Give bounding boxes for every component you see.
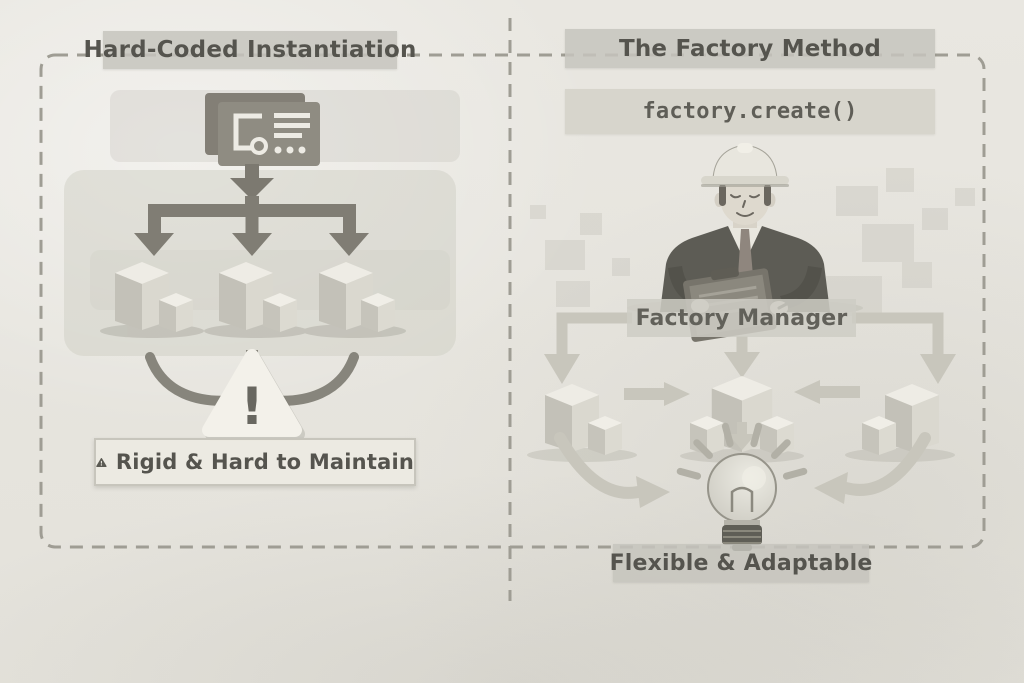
cube-group [115,262,193,332]
hat-brim-shadow [701,184,789,187]
interchange-arrows [624,380,860,406]
hair [764,184,771,206]
bulb-screw-ridges [723,530,761,544]
warning-triangle-icon: ! [202,349,305,441]
sweep-arrowheads [636,422,848,508]
bulb-rays [676,422,808,480]
factory-manager-label-text: Factory Manager [635,305,848,331]
exclamation-mark: ! [240,377,264,437]
sweep-arrows [554,432,931,499]
flexible-result-label: Flexible & Adaptable [610,544,872,582]
panel-frame [39,53,986,549]
code-card-icon [205,93,320,166]
down-arrow-icon [230,164,274,200]
factory-create-code-text: factory.create() [642,99,858,124]
arm [780,266,822,309]
right-panel-title: The Factory Method [565,29,935,68]
left-panel-title-text: Hard-Coded Instantiation [83,37,417,63]
dispatch-arrowheads [544,336,956,384]
cube-group [545,384,622,455]
branch-arrows [134,196,369,256]
hat-ridge [737,143,753,153]
cube-group [219,262,297,332]
factory-manager-label: Factory Manager [627,299,856,337]
left-panel-title: Hard-Coded Instantiation [83,31,416,69]
factory-create-code: factory.create() [565,89,935,134]
hair [719,184,726,206]
rigid-warning-label: Rigid & Hard to Maintain [94,438,416,486]
warning-icon [96,457,107,467]
cube-group [319,262,395,332]
background-blocks [530,168,975,316]
dispatch-arrows [556,312,944,356]
right-panel-title-text: The Factory Method [618,35,882,62]
bulb-filament [730,486,754,512]
hat-brim [701,176,789,185]
face-features [730,194,760,217]
flexible-result-text: Flexible & Adaptable [609,550,873,576]
rigid-warning-text: Rigid & Hard to Maintain [115,450,414,474]
